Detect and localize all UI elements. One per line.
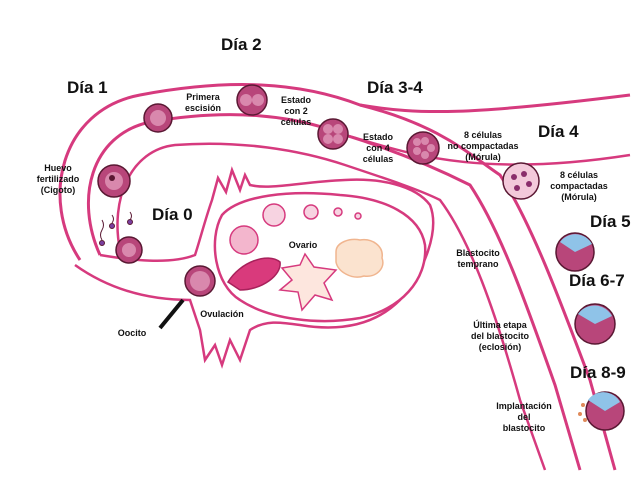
eight-cell-compact-label: 8 células compactadas (Mórula)	[550, 170, 608, 202]
ovulation-label: Ovulación	[200, 309, 244, 319]
first-cleavage-cell	[236, 84, 268, 116]
corpus-luteum	[278, 252, 338, 312]
zygote-label: Huevo fertilizado (Cigoto)	[36, 163, 80, 195]
day-4-label: Día 4	[538, 122, 579, 141]
day1-egg	[143, 103, 173, 133]
tube-loop	[116, 142, 547, 471]
blastocyst-day5	[555, 232, 595, 272]
day-3-4-label: Día 3-4	[367, 78, 423, 97]
day-6-7-label: Día 6-7	[569, 271, 625, 290]
two-cell-label: Estado con 2 células	[280, 95, 312, 127]
ovarian-follicles	[229, 203, 362, 255]
day-8-9-label: Día 8-9	[570, 363, 626, 382]
day-1-label: Día 1	[67, 78, 108, 97]
blastocyst-day67	[574, 303, 616, 345]
hatching-blastocyst-label: Última etapa del blastocito (eclosión)	[470, 320, 529, 352]
ovary-label: Ovario	[288, 240, 318, 250]
zygote-cell	[97, 164, 131, 198]
tube-outer-wall	[58, 83, 617, 471]
day-0-label: Día 0	[152, 205, 193, 224]
oocyte-arrow	[158, 298, 185, 330]
eight-cell-compact	[502, 162, 540, 200]
four-cell-embryo	[317, 118, 349, 150]
implantation-label: Implantación del blastocito	[496, 401, 552, 433]
early-blastocyst-label: Blastocito temprano	[456, 248, 500, 269]
first-cleavage-label: Primera escisión	[184, 92, 222, 113]
uterus-top-wall	[359, 93, 631, 114]
sperm-cells	[99, 211, 133, 246]
eight-cell-noncompact-label: 8 células no compactadas (Mórula)	[447, 130, 519, 162]
ovary-body	[213, 191, 427, 323]
fertilizing-egg	[115, 236, 143, 264]
day-2-label: Día 2	[221, 35, 262, 54]
fimbriae-outline	[74, 166, 435, 369]
oocyte-label: Oocito	[117, 328, 147, 338]
day-5-label: Día 5	[590, 212, 631, 231]
released-oocyte	[184, 265, 216, 297]
eight-cell-noncompact	[406, 131, 440, 165]
blastocyst-implantation	[578, 391, 625, 431]
ruptured-follicle	[226, 257, 281, 291]
four-cell-label: Estado con 4 células	[362, 132, 394, 164]
corpus-albicans	[335, 238, 384, 278]
uterus-inner-line	[344, 133, 631, 166]
